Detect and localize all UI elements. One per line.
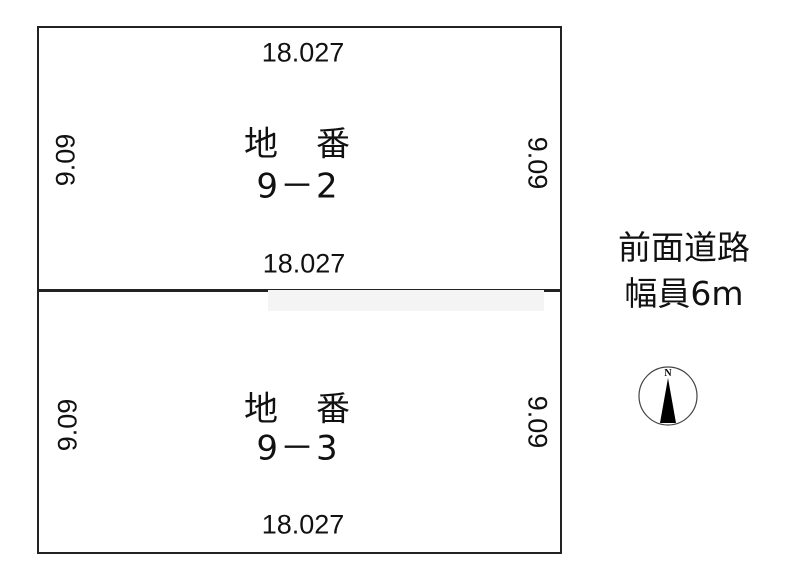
lot-9-3-left-dimension: 9.09 <box>52 398 83 452</box>
faint-watermark-strip <box>268 290 544 311</box>
lot-9-3-number: 9－3 <box>256 428 340 469</box>
lot-9-2-right-dimension: 9.09 <box>522 136 553 190</box>
front-road-label: 前面道路 <box>618 228 750 267</box>
lot-9-2-left-dimension: 9.09 <box>50 133 81 187</box>
lot-9-3-label: 地 番 <box>244 389 352 430</box>
lot-9-2-bottom-dimension: 18.027 <box>262 248 346 279</box>
lot-9-3-bottom-dimension: 18.027 <box>261 509 345 540</box>
north-arrow-icon: N <box>638 366 698 426</box>
lot-9-2-number: 9－2 <box>256 166 340 207</box>
road-width-label: 幅員6m <box>624 274 744 313</box>
lot-9-2-top-dimension: 18.027 <box>261 37 345 68</box>
lot-9-3-right-dimension: 9.09 <box>522 395 553 449</box>
north-letter: N <box>664 368 672 379</box>
lot-9-2-label: 地 番 <box>244 124 352 165</box>
